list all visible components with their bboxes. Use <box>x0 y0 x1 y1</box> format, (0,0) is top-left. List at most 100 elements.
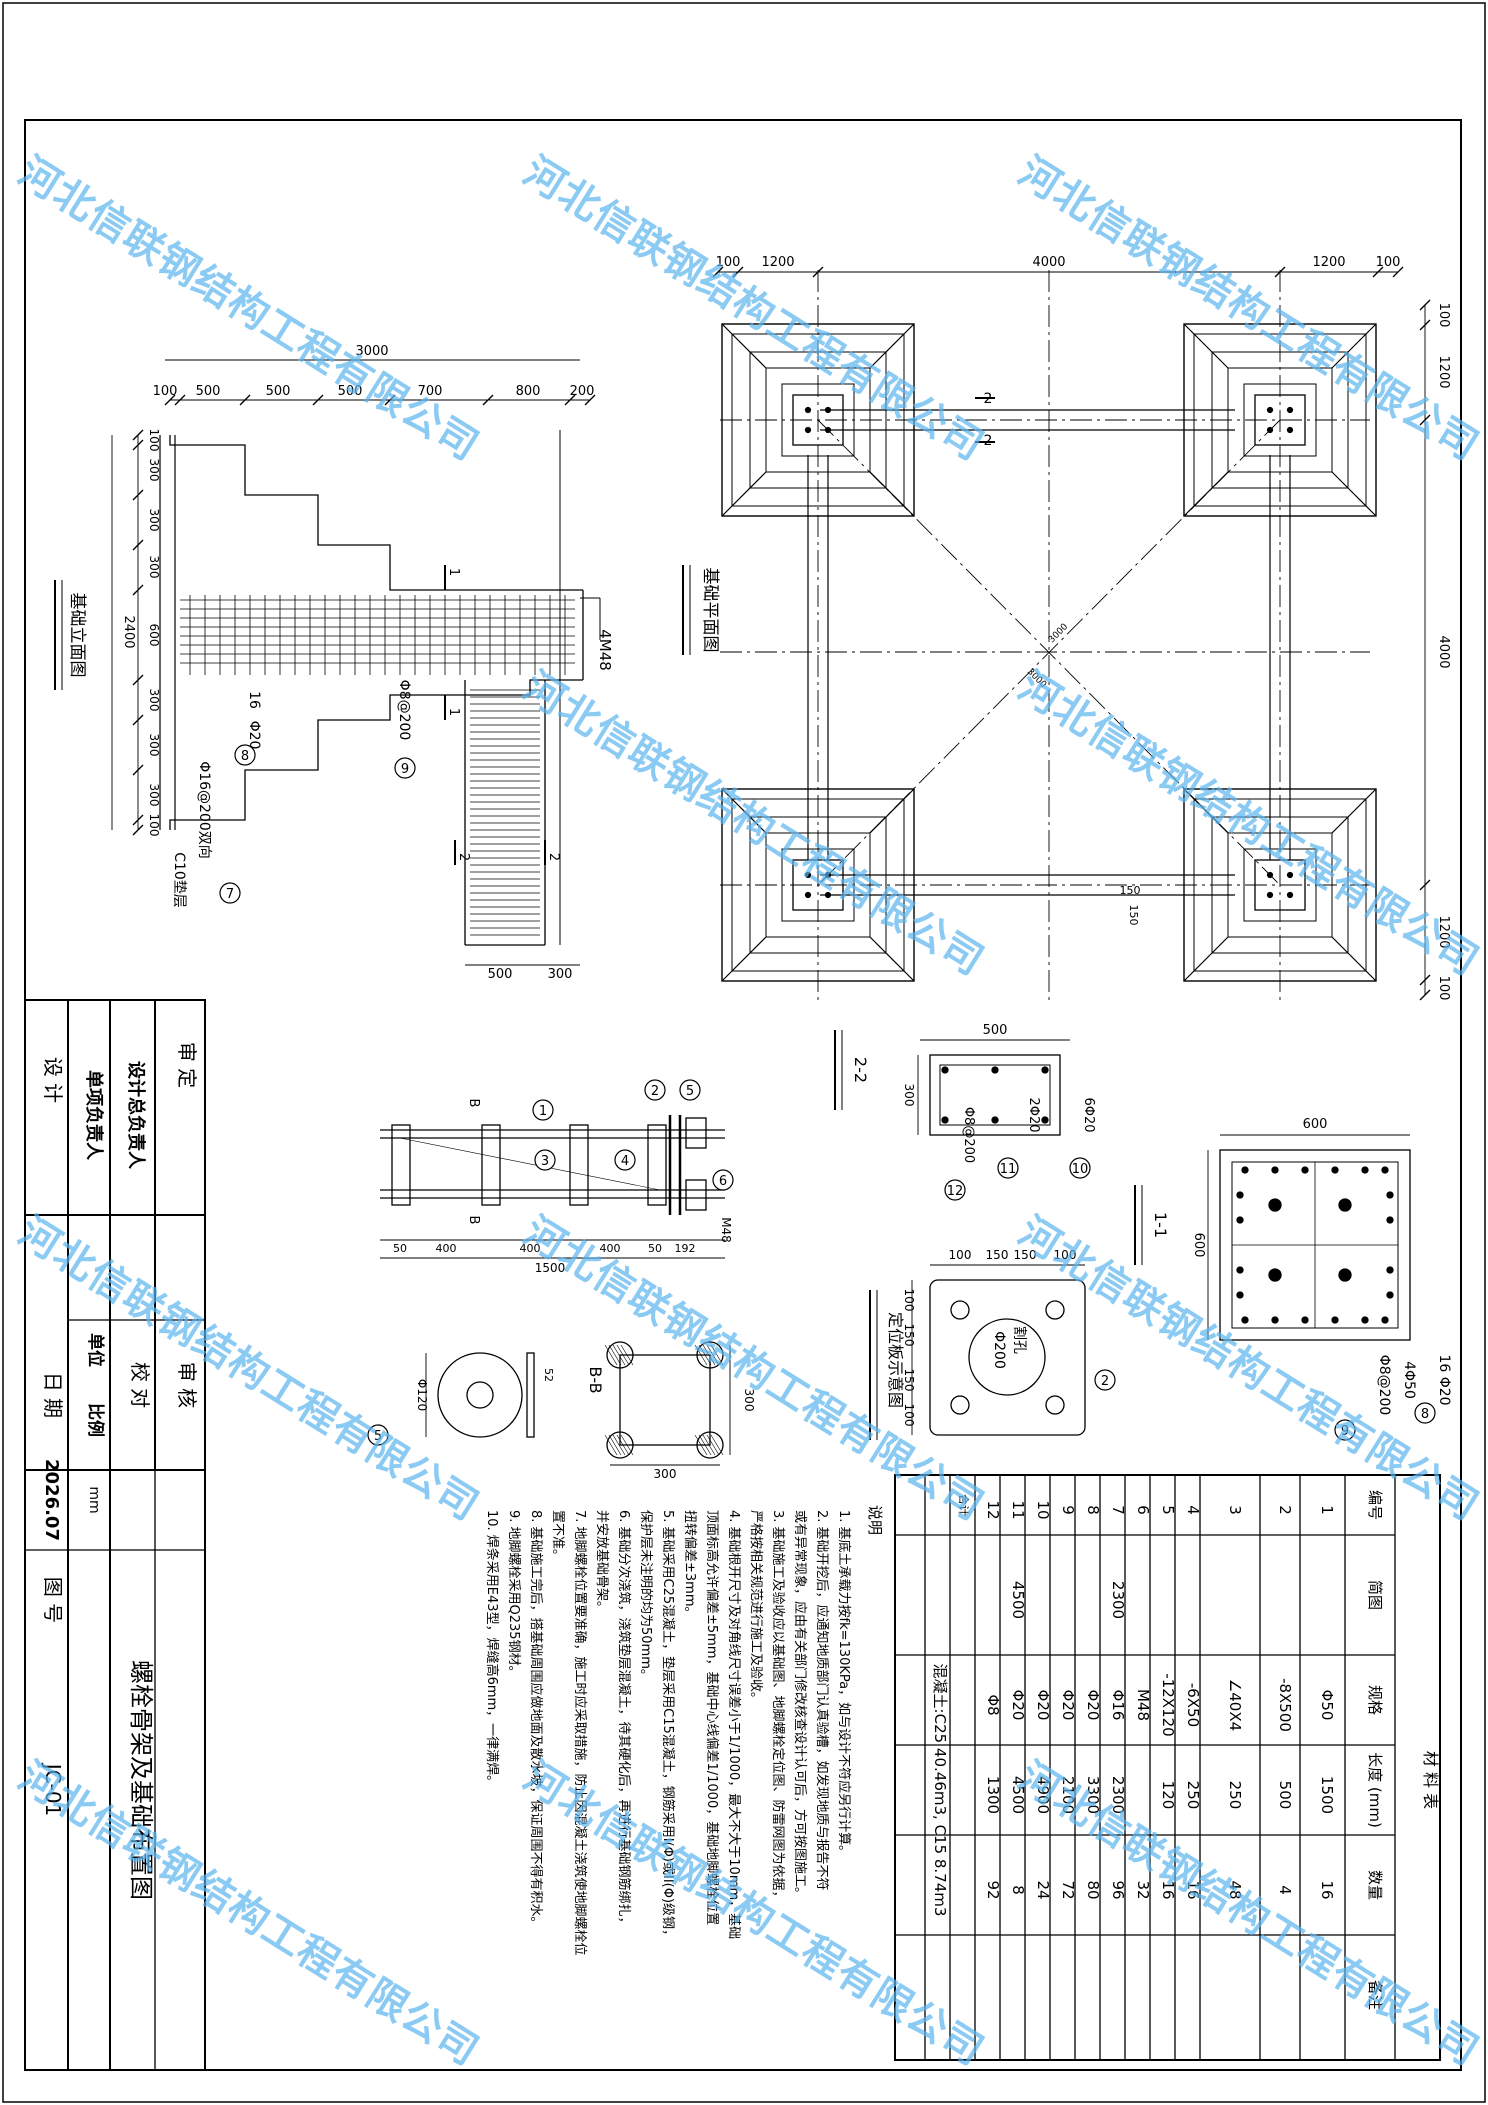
mat-row-8-col-3: 2100 <box>1059 1776 1077 1814</box>
plan-dim-top-3: 1200 <box>1312 255 1345 270</box>
note-0: 1. 基底土承载力按fk=130KPa，如与设计不符应另行计算。 <box>836 1510 852 1858</box>
plan-dim-right-1: 1200 <box>1436 355 1451 388</box>
elev-rebar-16: 16 <box>246 691 262 709</box>
s11-r2: 4Φ50 <box>1401 1361 1417 1399</box>
mat-row-3-col-4: 16 <box>1184 1880 1202 1899</box>
note-16: 10. 焊条采用E43型，焊缝高6mm，一律满焊。 <box>484 1510 500 1788</box>
anchor-dim-1: 400 <box>436 1242 457 1255</box>
anchor-circle-6: 6 <box>719 1174 727 1189</box>
tb-ratio: 比例 <box>85 1403 106 1437</box>
anchor-circle-5: 5 <box>686 1084 694 1099</box>
mat-row-7-col-0: 8 <box>1084 1505 1102 1515</box>
mat-row-2-col-2: ∠40X4 <box>1226 1679 1244 1731</box>
mat-row-4-col-3: 120 <box>1159 1781 1177 1810</box>
mat-row-0-col-4: 16 <box>1318 1880 1336 1899</box>
mat-row-10-col-0: 11 <box>1009 1500 1027 1519</box>
s11-circle-9: 9 <box>1341 1424 1349 1439</box>
mat-row-7-col-4: 80 <box>1084 1880 1102 1899</box>
plate-dim-top-0: 100 <box>949 1248 972 1262</box>
plan-offset-150-b: 150 <box>1127 905 1140 926</box>
mat-row-2-col-4: 48 <box>1226 1880 1244 1899</box>
s11-r3: Φ8@200 <box>1376 1355 1392 1416</box>
note-11: 并安放基础骨架。 <box>594 1510 609 1614</box>
mat-row-11-col-2: Φ8 <box>984 1694 1002 1715</box>
tb-drawing-no: 图 号 <box>41 1577 65 1623</box>
s22-r1: 6Φ20 <box>1081 1097 1096 1132</box>
note-13: 置不准。 <box>550 1510 565 1562</box>
mat-row-5-col-0: 6 <box>1134 1505 1152 1515</box>
anchor-b-top: B <box>466 1099 481 1108</box>
plan-dim-right-0: 100 <box>1436 303 1451 328</box>
materials-table <box>894 1474 1441 2061</box>
mat-row-10-col-4: 8 <box>1009 1885 1027 1895</box>
note-7: 扭转偏差±3mm。 <box>682 1510 697 1620</box>
anchor-circle-1: 1 <box>539 1104 547 1119</box>
section-2-2 <box>834 1030 1070 1136</box>
note-6: 顶面标高允许偏差±5mm，基础中心线偏差1/1000，基础地脚螺栓位置 <box>704 1510 720 1925</box>
tb-date-val: 2026.07 <box>41 1459 62 1541</box>
s11-dim-w: 600 <box>1303 1117 1328 1132</box>
mat-row-4-col-4: 16 <box>1159 1880 1177 1899</box>
elev-cushion: C10垫层 <box>171 852 187 908</box>
mat-row-11-col-4: 92 <box>984 1880 1002 1899</box>
elev-dim-top-5: 800 <box>516 384 541 399</box>
inner-border <box>24 119 1462 2071</box>
anchor-dim-0: 50 <box>393 1242 407 1255</box>
mat-row-9-col-3: 4900 <box>1034 1776 1052 1814</box>
elev-dim-bottom-1: 300 <box>548 967 573 982</box>
plan-dim-right-2: 4000 <box>1436 635 1451 668</box>
notes-title: 说明 <box>866 1505 884 1535</box>
mat-header-4: 数量 <box>1366 1870 1384 1900</box>
elev-dim-left-2: 300 <box>147 509 161 532</box>
elev-dim-left-5: 300 <box>147 689 161 712</box>
elev-mark-2a: 2 <box>456 853 471 861</box>
bb-title: B-B <box>586 1366 605 1393</box>
mat-row-4-col-2: -12X120 <box>1159 1673 1177 1736</box>
elev-circle-7: 7 <box>226 887 234 902</box>
anchor-circle-4: 4 <box>621 1154 629 1169</box>
elev-dim-total: 3000 <box>355 344 388 359</box>
anchor-m48: M48 <box>719 1217 733 1243</box>
elev-dim-top-4: 700 <box>418 384 443 399</box>
mat-row-2-col-3: 250 <box>1226 1781 1244 1810</box>
plate-dim-left-2: 150 <box>902 1369 916 1392</box>
mat-total-label: 合计 <box>957 1494 971 1516</box>
mat-row-10-col-2: Φ20 <box>1009 1690 1027 1721</box>
bb-dim-h: 300 <box>742 1389 756 1412</box>
plan-dim-top-1: 1200 <box>761 255 794 270</box>
plate-dim-top-1: 150 <box>986 1248 1009 1262</box>
mat-row-9-col-4: 24 <box>1034 1880 1052 1899</box>
mat-header-3: 长度 (mm) <box>1366 1752 1384 1828</box>
s22-circle-10: 10 <box>1072 1162 1089 1177</box>
plate-hole-dia: Φ200 <box>991 1331 1007 1369</box>
anchor-circle-6-circle <box>712 1169 734 1191</box>
s22-dim-h: 300 <box>902 1084 916 1107</box>
plan-offset-150-a: 150 <box>1120 884 1141 897</box>
plate-dim-left-1: 150 <box>902 1324 916 1347</box>
note-9: 保护层未注明的均为50mm。 <box>638 1510 654 1682</box>
mat-row-11-col-3: 1300 <box>984 1776 1002 1814</box>
plate-title: 定位板示意图 <box>886 1312 905 1408</box>
plan-dim-top-2: 4000 <box>1032 255 1065 270</box>
note-1: 2. 基础开挖后，应通知地质部门认真验槽，如发现地质与报告不符 <box>814 1510 830 1891</box>
s11-r1: 16 Φ20 <box>1436 1354 1452 1405</box>
note-10: 6. 基础分次浇筑，浇筑垫层混凝土，待其硬化后，再进行基础钢筋绑扎， <box>616 1510 632 1930</box>
locating-plate <box>869 1264 1086 1440</box>
s22-dim-w: 500 <box>983 1023 1008 1038</box>
mat-row-10-col-3: 4500 <box>1009 1776 1027 1814</box>
tb-audit: 审 核 <box>175 1362 199 1408</box>
mat-row-4-col-0: 5 <box>1159 1505 1177 1515</box>
mat-row-0-col-2: Φ50 <box>1318 1690 1336 1721</box>
washer-dia: Φ120 <box>415 1379 429 1411</box>
elev-circle-7-circle <box>219 882 241 904</box>
mat-row-3-col-2: -6X50 <box>1184 1683 1202 1727</box>
note-14: 8. 基础施工完后，搭基础周围应做地面及散水坡，保证周围不得有积水。 <box>528 1510 544 1930</box>
anchor-dim-5: 192 <box>675 1242 696 1255</box>
section-1-1 <box>1134 1134 1411 1341</box>
mat-row-2-col-0: 3 <box>1226 1505 1244 1515</box>
mat-row-11-col-0: 12 <box>984 1500 1002 1519</box>
tb-single: 单项负责人 <box>83 1070 105 1161</box>
elev-title: 基础立面图 <box>67 593 87 678</box>
note-4: 严格按相关规范进行施工及验收。 <box>748 1510 764 1705</box>
